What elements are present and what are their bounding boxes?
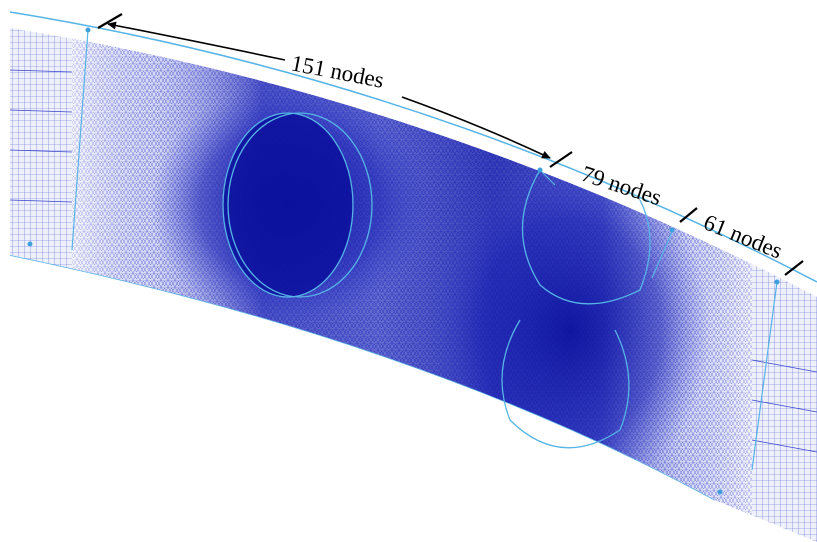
tick-mark xyxy=(97,13,123,29)
node-markers xyxy=(27,27,780,495)
tick-mark xyxy=(549,151,573,168)
structured-lines xyxy=(10,69,817,453)
structured-grid-right xyxy=(752,28,817,542)
void-features xyxy=(222,112,651,449)
division-lines xyxy=(71,29,778,471)
void-left-outer xyxy=(222,112,354,298)
void-right-lower xyxy=(501,319,630,449)
void-right-upper xyxy=(521,169,651,305)
void-left-inner xyxy=(227,112,373,298)
arrow-right xyxy=(401,96,551,159)
dense-region-right xyxy=(430,160,710,500)
structured-grid-left xyxy=(10,28,72,542)
tick-mark xyxy=(784,260,804,276)
tick-mark xyxy=(679,207,698,223)
arrow-left xyxy=(107,21,286,61)
outer-edge-line xyxy=(9,11,817,283)
